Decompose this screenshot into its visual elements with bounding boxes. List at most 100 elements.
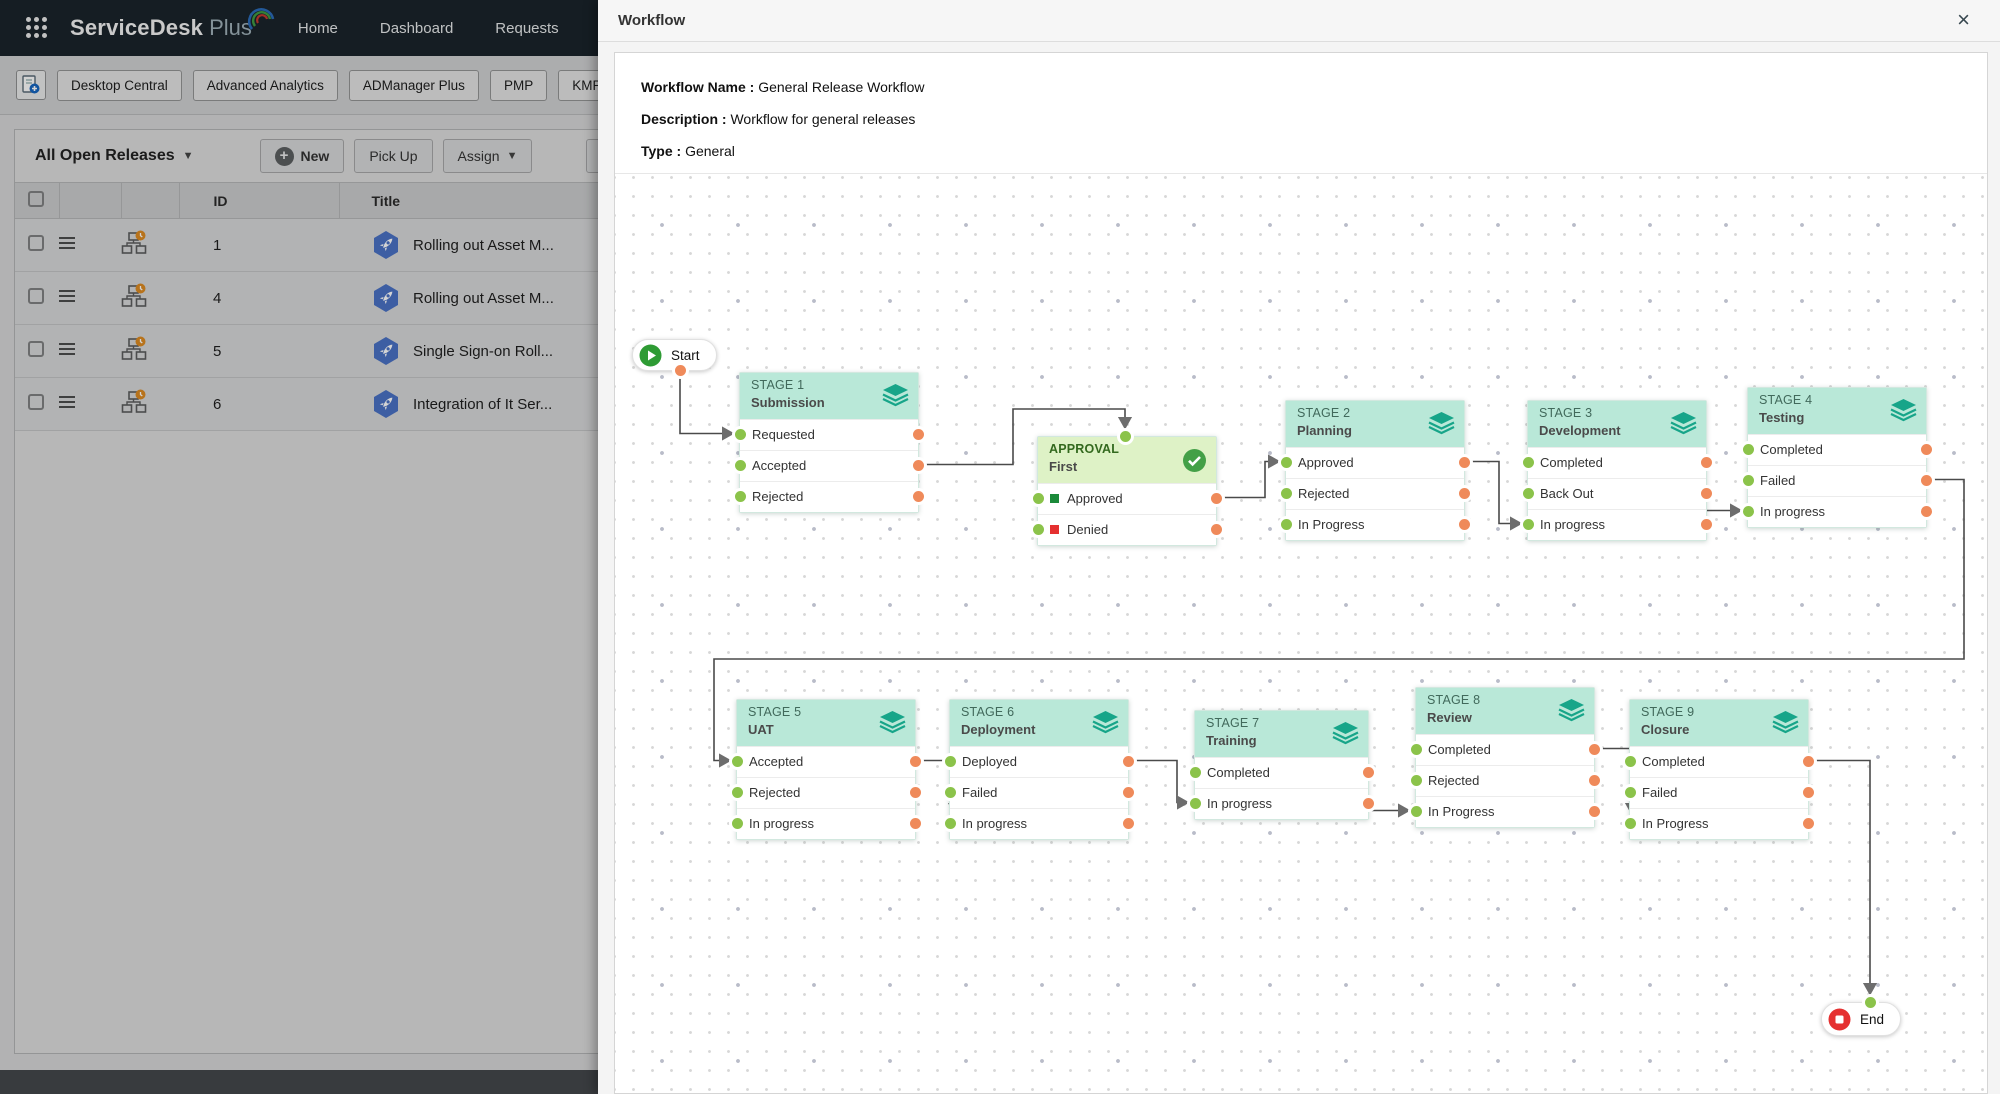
workflow-name-value: General Release Workflow (758, 79, 925, 95)
row-checkbox[interactable] (28, 288, 44, 304)
close-icon[interactable]: × (1957, 7, 1970, 32)
node-stage-label: STAGE 7 (1206, 716, 1260, 730)
workflow-status-icon[interactable] (121, 230, 147, 256)
node-header: STAGE 4 Testing (1748, 388, 1926, 434)
node-status-row: Approved (1286, 447, 1464, 478)
row-menu-icon[interactable] (59, 287, 75, 305)
nav-item-home[interactable]: Home (297, 19, 338, 37)
node-status-row: In Progress (1416, 796, 1594, 827)
output-port-dot (1920, 444, 1932, 455)
release-id: 1 (179, 218, 339, 272)
start-output-dot (675, 365, 686, 376)
output-port-dot (1802, 818, 1814, 829)
output-port-dot (1362, 798, 1374, 809)
output-port-dot (912, 460, 924, 471)
node-status-row: Completed (1748, 434, 1926, 465)
end-node: End (1821, 997, 1902, 1036)
input-port-dot (944, 787, 956, 798)
input-port-dot (731, 787, 743, 798)
input-port-dot (734, 491, 746, 502)
node-status-row: Rejected (1286, 478, 1464, 509)
tab-advanced-analytics[interactable]: Advanced Analytics (192, 69, 338, 101)
release-id: 6 (179, 377, 339, 431)
new-button-label: New (300, 148, 330, 164)
workflow-connector (919, 408, 1133, 466)
output-port-dot (1588, 806, 1600, 817)
nav-item-dashboard[interactable]: Dashboard (379, 19, 454, 37)
row-menu-icon[interactable] (59, 393, 75, 411)
pickup-button[interactable]: Pick Up (354, 139, 433, 173)
node-header: STAGE 2 Planning (1286, 401, 1464, 447)
stage-layers-icon (879, 711, 906, 734)
node-status-row: Back Out (1528, 478, 1706, 509)
output-port-dot (1802, 756, 1814, 767)
node-name: Deployment (961, 722, 1036, 737)
node-header: APPROVAL First (1038, 437, 1216, 483)
node-stage-label: STAGE 3 (1539, 406, 1593, 420)
input-port-dot (731, 818, 743, 829)
row-checkbox[interactable] (28, 394, 44, 410)
tab-kmp[interactable]: KMP (558, 69, 616, 101)
output-port-dot (1362, 767, 1374, 778)
row-checkbox[interactable] (28, 235, 44, 251)
stop-icon (1828, 1008, 1851, 1030)
stage-layers-icon (1558, 699, 1585, 722)
node-header: STAGE 1 Submission (740, 373, 918, 419)
input-port-dot (1624, 756, 1636, 767)
node-stage-label: APPROVAL (1049, 442, 1120, 456)
output-port-dot (1458, 457, 1470, 468)
node-status-row: In progress (1528, 509, 1706, 540)
workflow-status-icon[interactable] (121, 389, 147, 415)
stage-layers-icon (1772, 711, 1799, 734)
node-name: Closure (1641, 722, 1690, 737)
end-input-dot (1865, 997, 1876, 1008)
nav-item-requests[interactable]: Requests (495, 19, 559, 37)
plus-icon: + (274, 146, 294, 166)
node-status-row: Accepted (740, 450, 918, 481)
node-status-row: Accepted (737, 746, 915, 777)
row-checkbox[interactable] (28, 341, 44, 357)
tab-admanager-plus[interactable]: ADManager Plus (348, 69, 479, 101)
input-port-dot (1410, 744, 1422, 755)
node-status-row: Completed (1630, 746, 1808, 777)
column-header-id[interactable]: ID (179, 182, 340, 219)
new-view-button[interactable] (16, 70, 46, 100)
node-stage-label: STAGE 6 (961, 705, 1015, 719)
output-port-dot (1700, 519, 1712, 530)
assign-dropdown-button[interactable]: Assign ▼ (442, 139, 533, 173)
node-name: Review (1427, 710, 1472, 725)
row-menu-icon[interactable] (59, 340, 75, 358)
brand-swirl-icon (247, 8, 275, 30)
tab-desktop-central[interactable]: Desktop Central (57, 69, 182, 101)
tab-pmp[interactable]: PMP (489, 69, 548, 101)
node-header: STAGE 8 Review (1416, 688, 1594, 734)
release-id: 5 (179, 324, 339, 378)
output-port-dot (1458, 519, 1470, 530)
input-port-dot (1624, 787, 1636, 798)
row-menu-icon[interactable] (59, 234, 75, 252)
apps-grid-icon[interactable] (26, 17, 48, 39)
add-document-icon (22, 75, 40, 94)
input-port-dot (1032, 493, 1044, 504)
select-all-checkbox[interactable] (28, 191, 44, 207)
node-status-row: Deployed (950, 746, 1128, 777)
workflow-status-icon[interactable] (121, 283, 147, 309)
node-header: STAGE 9 Closure (1630, 700, 1808, 746)
release-id: 4 (179, 271, 339, 325)
view-filter-dropdown[interactable]: All Open Releases ▼ (35, 147, 194, 165)
node-stage-label: STAGE 8 (1427, 693, 1481, 707)
node-name: Planning (1297, 423, 1352, 438)
view-filter-label: All Open Releases (35, 147, 175, 164)
brand-primary: ServiceDesk (70, 15, 204, 40)
new-release-button[interactable]: + New (259, 139, 345, 173)
chevron-down-icon: ▼ (182, 150, 194, 162)
release-title: Integration of It Ser... (413, 395, 553, 413)
workflow-connector (1129, 759, 1190, 810)
workflow-status-icon[interactable] (121, 336, 147, 362)
output-port-dot (1210, 493, 1222, 504)
node-status-row: In Progress (1286, 509, 1464, 540)
